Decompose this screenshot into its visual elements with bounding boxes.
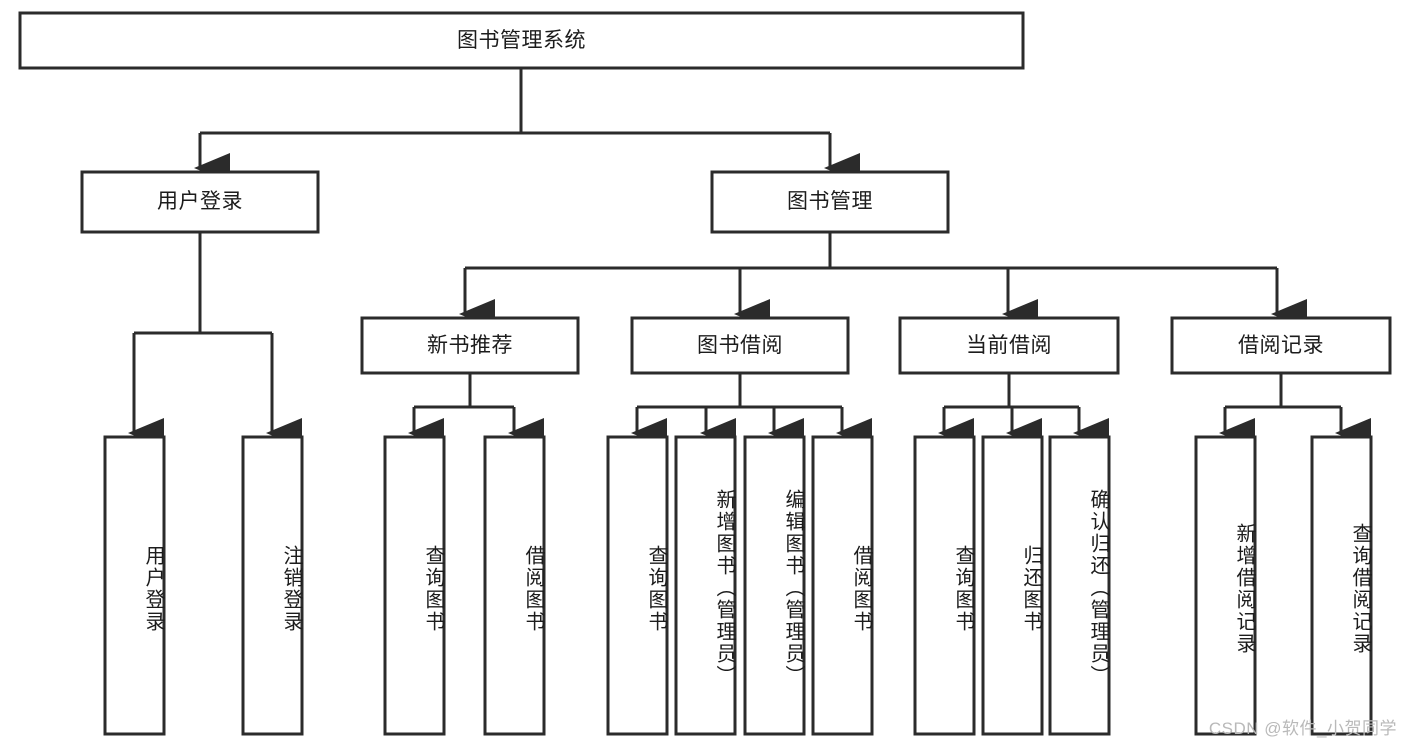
node-leaf-query-book-cur-box[interactable] — [913, 435, 976, 736]
node-leaf-add-book-box[interactable] — [674, 435, 737, 736]
node-leaf-confirm-return-box[interactable] — [1048, 435, 1111, 736]
node-leaf-user-login-box[interactable] — [103, 435, 166, 736]
node-leaf-query-record-box[interactable] — [1310, 435, 1373, 736]
node-leaf-query-book-bor-box[interactable] — [606, 435, 669, 736]
node-book-borrow-box[interactable] — [630, 316, 850, 375]
node-leaf-edit-book-box[interactable] — [743, 435, 806, 736]
node-leaf-add-record-box[interactable] — [1194, 435, 1257, 736]
node-new-book-rec-box[interactable] — [360, 316, 580, 375]
node-borrow-record-box[interactable] — [1170, 316, 1392, 375]
node-leaf-return-book-box[interactable] — [981, 435, 1044, 736]
node-leaf-borrow-book-rec-box[interactable] — [483, 435, 546, 736]
node-leaf-borrow-book-box[interactable] — [811, 435, 874, 736]
node-root-box[interactable] — [18, 11, 1025, 70]
node-user-login-box[interactable] — [80, 170, 320, 234]
node-leaf-user-logout-box[interactable] — [241, 435, 304, 736]
watermark-text: CSDN @软件_小贺同学 — [1208, 719, 1397, 738]
node-leaf-query-book-rec-box[interactable] — [383, 435, 446, 736]
node-current-borrow-box[interactable] — [898, 316, 1120, 375]
node-book-manage-box[interactable] — [710, 170, 950, 234]
